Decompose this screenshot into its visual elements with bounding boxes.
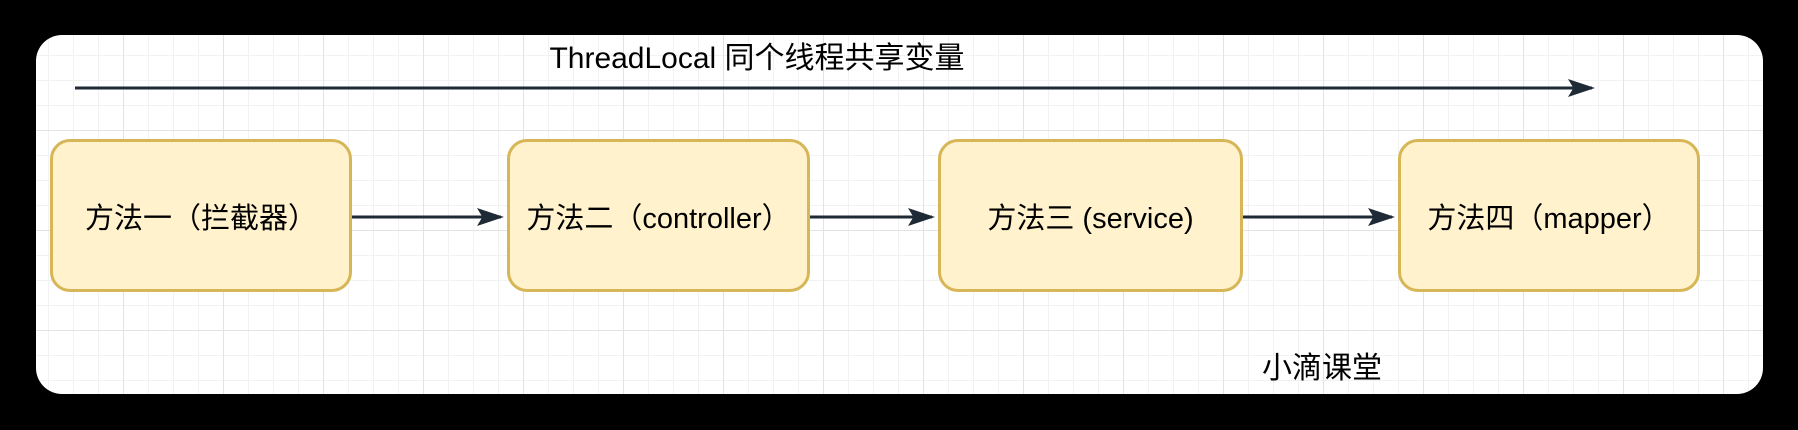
diagram-canvas: ThreadLocal 同个线程共享变量 方法一（拦截器） 方法二（contro… [36,35,1763,394]
flow-node-label: 方法三 (service) [987,202,1194,235]
diagram-title: ThreadLocal 同个线程共享变量 [549,42,965,75]
flow-node-method-1: 方法一（拦截器） [50,139,352,292]
flow-node-method-4: 方法四（mapper） [1398,139,1700,292]
flow-node-label: 方法一（拦截器） [84,202,317,235]
flow-node-label: 方法四（mapper） [1427,202,1671,235]
watermark-text: 小滴课堂 [1262,352,1382,385]
flow-node-method-3: 方法三 (service) [938,139,1243,292]
flow-node-method-2: 方法二（controller） [507,139,810,292]
flow-node-label: 方法二（controller） [526,202,791,235]
arrow-layer [75,79,1595,226]
